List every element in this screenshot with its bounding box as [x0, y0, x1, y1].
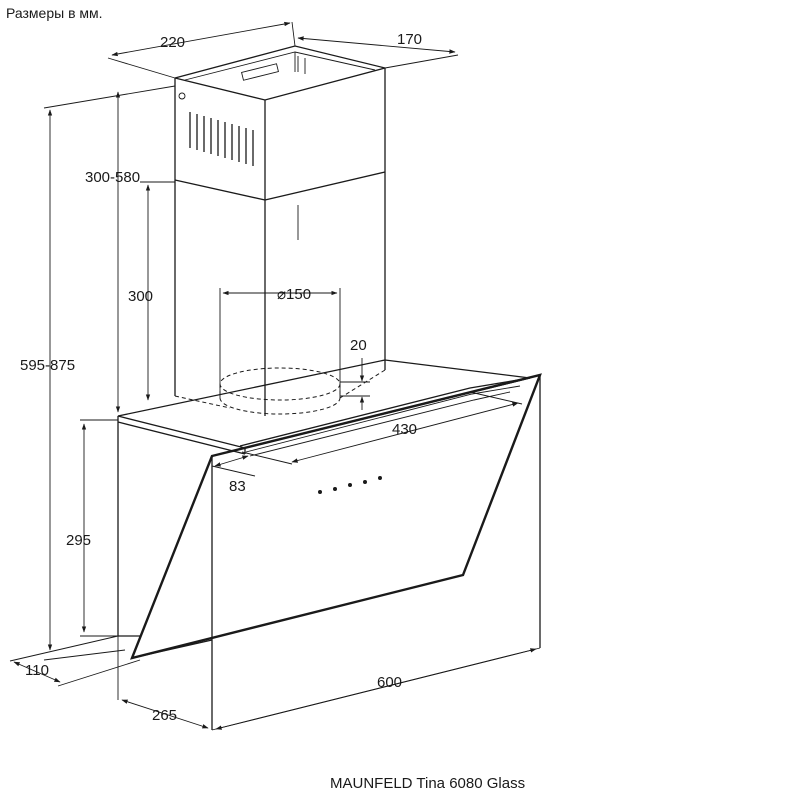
product-name: MAUNFELD Tina 6080 Glass: [330, 775, 526, 792]
dim-chimney-width: 220: [160, 34, 185, 51]
dim-chimney-lower: 300: [128, 288, 153, 305]
units-note: Размеры в мм.: [6, 5, 103, 21]
dim-depth: 265: [152, 707, 177, 724]
dim-front-offset: 83: [229, 478, 246, 495]
dim-chimney-height-range: 300-580: [85, 169, 140, 186]
dim-body-inner-width: 430: [392, 421, 417, 438]
chimney: [174, 45, 386, 416]
dim-outlet-diameter: ⌀150: [277, 286, 311, 303]
dim-total-height-range: 595-875: [20, 357, 75, 374]
dim-bottom-depth: 110: [25, 662, 49, 679]
dim-chimney-depth: 170: [397, 31, 422, 48]
dim-body-height: 295: [66, 532, 91, 549]
dim-width: 600: [377, 674, 402, 691]
hood-body: [117, 359, 542, 730]
control-buttons: [318, 476, 382, 494]
dimension-labels: 220 170 300-580 300 ⌀150 20 595-875 430 …: [20, 31, 422, 724]
dim-outlet-offset: 20: [350, 337, 367, 354]
dimension-lines: [9, 21, 541, 731]
chimney-vent-slots: [189, 112, 254, 166]
